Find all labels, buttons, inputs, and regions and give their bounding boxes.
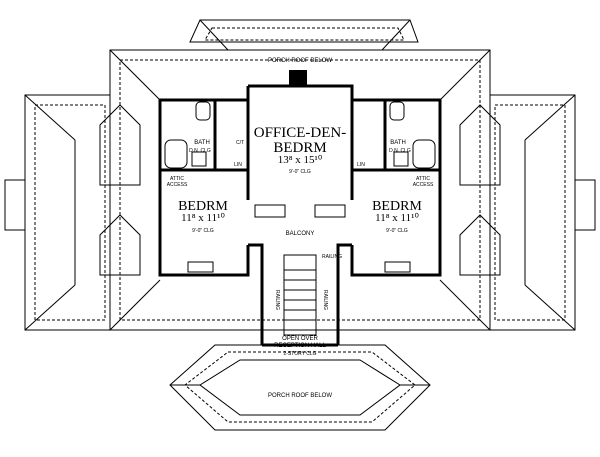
- office-dim: 13⁸ x 15¹⁰: [278, 154, 323, 166]
- top-porch-roof: [189, 19, 419, 51]
- railing-right-label: RAILING: [322, 254, 342, 260]
- left-bedrm-clg: 9'-0" CLG: [192, 228, 214, 234]
- open-over-3: 2-STORY CLG: [283, 351, 316, 357]
- open-over-1: OPEN OVER: [282, 336, 318, 342]
- railing-right-vertical: RAILING: [322, 290, 328, 310]
- bath-left: BATH: [194, 140, 210, 146]
- open-over-2: RECEPTION HALL: [274, 343, 326, 349]
- right-bedrm-title: BEDRM: [372, 199, 422, 214]
- main-roof: [109, 49, 491, 331]
- bottom-porch-roof: [169, 344, 431, 431]
- bath-right: BATH: [390, 140, 406, 146]
- attic-left-2: ACCESS: [167, 182, 188, 188]
- balcony-label: BALCONY: [286, 231, 315, 237]
- left-bedrm-title: BEDRM: [178, 199, 228, 214]
- attic-left-1: ATTIC: [170, 176, 184, 182]
- dn-clg-right: D.N. CLG: [389, 148, 411, 154]
- dn-clg-left: D.N. CLG: [189, 148, 211, 154]
- lin-left: LIN: [234, 162, 242, 168]
- right-bedrm-clg: 9'-0" CLG: [386, 228, 408, 234]
- cpt-label: C/T: [236, 140, 244, 146]
- right-bedrm-dim: 11⁸ x 11¹⁰: [375, 212, 419, 224]
- porch-roof-top-label: PORCH ROOF BELOW: [268, 58, 332, 64]
- office-clg: 9'-0" CLG: [289, 169, 311, 175]
- left-wing-roof: [24, 94, 141, 331]
- left-bedrm-dim: 11⁸ x 11¹⁰: [181, 212, 225, 224]
- attic-right-2: ACCESS: [413, 182, 434, 188]
- office-title-2: BEDRM: [273, 140, 326, 156]
- office-title-1: OFFICE-DEN-: [254, 125, 347, 141]
- porch-roof-bottom-label: PORCH ROOF BELOW: [268, 393, 332, 399]
- railing-left-vertical: RAILING: [274, 290, 280, 310]
- attic-right-1: ATTIC: [416, 176, 430, 182]
- right-wing-roof: [459, 94, 576, 331]
- lin-right: LIN: [357, 162, 365, 168]
- chimney: [289, 70, 307, 86]
